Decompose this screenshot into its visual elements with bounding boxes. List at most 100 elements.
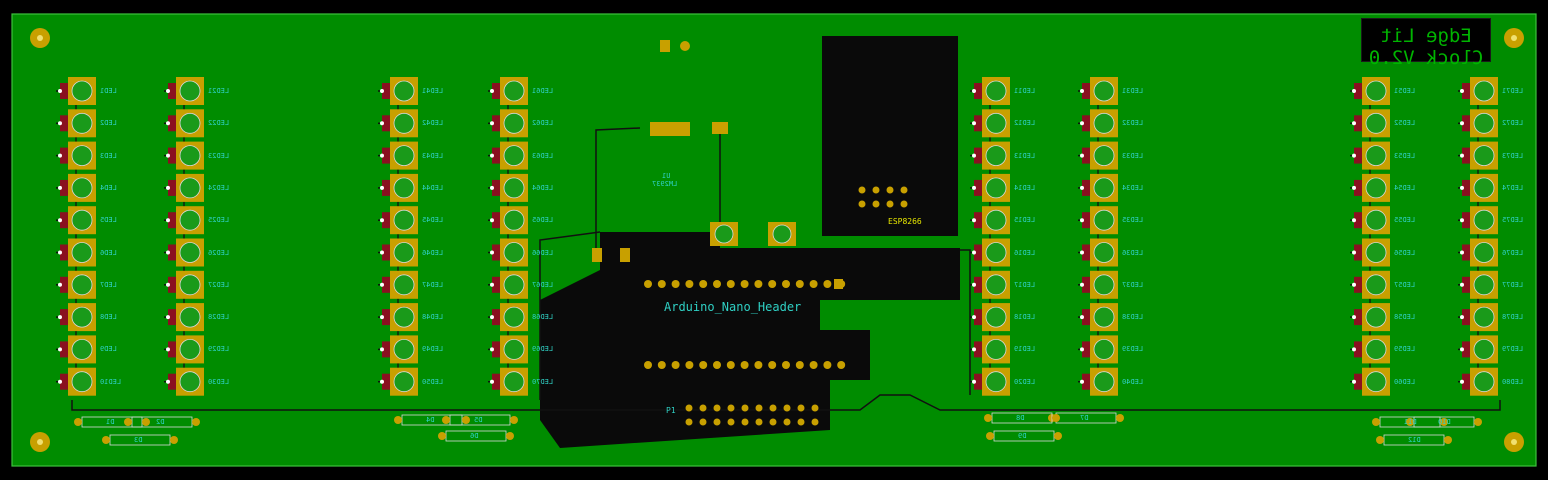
led-lens <box>1093 242 1115 263</box>
led-body <box>60 83 68 99</box>
led-ref-label: LED58 <box>1394 313 1416 322</box>
led-via <box>58 250 62 255</box>
led-lens <box>1093 145 1115 167</box>
led-lens <box>503 145 525 167</box>
led-via <box>490 379 494 384</box>
led-ref-label: LED47 <box>422 280 444 289</box>
led-lens <box>503 112 525 134</box>
led-via <box>1352 153 1356 158</box>
led-ref-label: LED65 <box>532 216 554 225</box>
led-body <box>974 115 982 132</box>
connector-pin <box>685 404 693 412</box>
led-lens <box>1365 209 1387 231</box>
connector-pin <box>685 418 693 426</box>
led-via <box>1080 89 1084 93</box>
led-via <box>1080 347 1084 352</box>
led-body <box>1082 115 1090 132</box>
led-via <box>380 153 384 158</box>
led-body <box>1082 373 1090 390</box>
led-ref-label: LED22 <box>208 119 230 128</box>
led-ref-label: LED45 <box>422 216 444 225</box>
diode-ref-label: D7 <box>1080 414 1089 422</box>
header-pin-top <box>685 280 694 288</box>
led-body <box>60 115 68 132</box>
led-ref-label: LED34 <box>1122 183 1144 192</box>
header-pin-bottom <box>726 361 735 369</box>
led-lens <box>71 177 93 199</box>
diode-pad <box>1444 436 1452 444</box>
led-via <box>490 153 494 158</box>
diode-ref-label: D8 <box>1016 414 1025 422</box>
led-body <box>382 341 390 358</box>
led-via <box>1460 282 1464 287</box>
diode-pad <box>142 418 150 426</box>
led-lens <box>503 80 525 102</box>
led-lens <box>179 371 201 393</box>
led-via <box>1460 121 1464 126</box>
led-via <box>166 250 170 255</box>
led-ref-label: LED79 <box>1502 345 1524 354</box>
power-jack-pad <box>660 40 670 52</box>
connector-pin <box>811 404 819 412</box>
led-via <box>380 121 384 126</box>
led-body <box>1354 276 1362 293</box>
diode-pad <box>74 418 82 426</box>
led-via <box>380 347 384 352</box>
led-lens <box>393 242 415 263</box>
led-ref-label: LED29 <box>208 345 230 354</box>
led-via <box>166 89 170 93</box>
led-ref-label: LED24 <box>208 183 230 192</box>
led-ref-label: LED59 <box>1394 345 1416 354</box>
led-lens <box>1473 177 1495 199</box>
led-via <box>58 121 62 126</box>
header-pin-bottom <box>740 361 749 369</box>
led-lens <box>393 306 415 328</box>
led-via <box>1460 250 1464 255</box>
led-body <box>168 373 176 390</box>
title-block: Edge Lit Clock V2.0 <box>1361 18 1491 69</box>
connector-pin <box>755 418 763 426</box>
led-body <box>1354 244 1362 261</box>
led-ref-label: LED38 <box>1122 313 1144 322</box>
led-via <box>490 89 494 93</box>
led-lens <box>393 112 415 134</box>
led-lens <box>393 274 415 296</box>
esp-pin <box>872 186 880 194</box>
mounting-hole-center <box>37 35 43 41</box>
led-ref-label: LED56 <box>1394 248 1416 257</box>
led-via <box>1080 185 1084 190</box>
led-via <box>380 89 384 93</box>
led-via <box>380 185 384 190</box>
connector-pin <box>699 418 707 426</box>
led-via <box>1352 185 1356 190</box>
led-ref-label: LED43 <box>422 151 444 160</box>
led-ref-label: LED3 <box>100 151 117 160</box>
led-via <box>972 250 976 255</box>
led-body <box>974 244 982 261</box>
led-body <box>1082 309 1090 326</box>
reg-feed <box>595 127 641 250</box>
led-via <box>1080 121 1084 126</box>
led-body <box>168 276 176 293</box>
led-lens <box>179 338 201 360</box>
led-lens <box>1473 306 1495 328</box>
diode-ref-label: D9 <box>1018 432 1027 440</box>
led-via <box>380 315 384 320</box>
led-via <box>1460 185 1464 190</box>
capacitor <box>620 248 630 262</box>
diode-pad <box>1474 418 1482 426</box>
led-body <box>974 373 982 390</box>
led-via <box>166 379 170 384</box>
diode-pad <box>462 416 470 424</box>
diode-pad <box>192 418 200 426</box>
led-ref-label: LED69 <box>532 345 554 354</box>
led-ref-label: LED15 <box>1014 216 1036 225</box>
led-body <box>168 147 176 164</box>
header-pin-bottom <box>795 361 804 369</box>
led-ref-label: LED9 <box>100 345 117 354</box>
esp-pin <box>872 200 880 208</box>
led-body <box>1354 147 1362 164</box>
led-body <box>1462 115 1470 132</box>
led-lens <box>393 80 415 102</box>
led-ref-label: LED62 <box>532 119 554 128</box>
